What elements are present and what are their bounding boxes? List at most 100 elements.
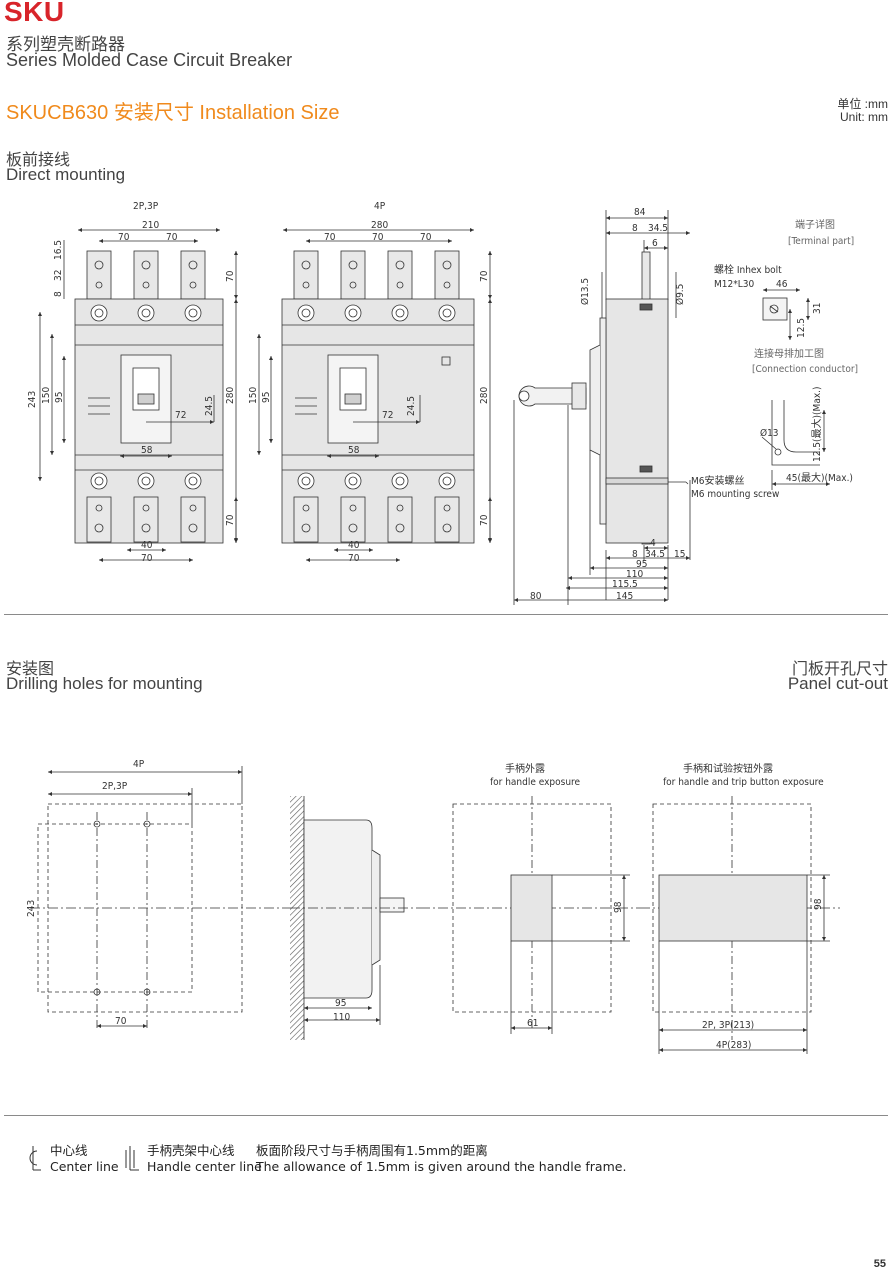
svg-text:70: 70 bbox=[115, 1016, 127, 1027]
svg-text:95: 95 bbox=[636, 559, 647, 570]
svg-text:70: 70 bbox=[225, 514, 236, 526]
svg-text:40: 40 bbox=[348, 540, 360, 551]
svg-text:8: 8 bbox=[632, 223, 638, 234]
section-title: SKUCB630 安装尺寸 Installation Size bbox=[6, 102, 340, 124]
svg-text:150: 150 bbox=[248, 387, 259, 404]
terminal-detail-labels: 端子详图 [Terminal part] 螺栓 Inhex bolt M12*L… bbox=[714, 218, 854, 338]
cutout-handle-drawing bbox=[420, 796, 640, 1034]
side-view-labels: 84 8 34.5 6 Ø13.5 Ø9.5 4 8 34.5 15 95 11… bbox=[530, 207, 779, 602]
side-mounting-labels: 95 110 bbox=[333, 998, 350, 1023]
drilling-title-en: Drilling holes for mounting bbox=[6, 674, 203, 693]
svg-text:70: 70 bbox=[166, 232, 178, 243]
svg-text:70: 70 bbox=[479, 270, 490, 282]
svg-text:243: 243 bbox=[26, 900, 37, 917]
svg-text:45(最大)(Max.): 45(最大)(Max.) bbox=[786, 471, 853, 484]
legend-handle-line-en: Handle center line bbox=[147, 1159, 262, 1174]
m6-screw-label-cn: M6安装螺丝 bbox=[691, 474, 745, 487]
front-view-3p: 2P,3P 210 70 70 bbox=[38, 201, 238, 562]
svg-text:Ø13.5: Ø13.5 bbox=[579, 278, 591, 305]
page-number: 55 bbox=[873, 1258, 886, 1270]
svg-text:手柄外露: 手柄外露 bbox=[505, 762, 545, 775]
svg-text:80: 80 bbox=[530, 591, 542, 602]
series-title-cn: 系列塑壳断路器 bbox=[6, 35, 125, 54]
svg-text:70: 70 bbox=[225, 270, 236, 282]
svg-text:98: 98 bbox=[813, 898, 824, 910]
svg-text:Ø13: Ø13 bbox=[760, 427, 779, 439]
front-4p-label: 4P bbox=[374, 201, 386, 212]
svg-text:32: 32 bbox=[53, 270, 64, 281]
connection-conductor bbox=[761, 400, 830, 490]
svg-text:70: 70 bbox=[324, 232, 336, 243]
panel-cutout-title-cn: 门板开孔尺寸 bbox=[791, 661, 888, 678]
svg-text:61: 61 bbox=[527, 1018, 538, 1029]
direct-mounting-title-en: Direct mounting bbox=[6, 165, 126, 184]
svg-text:螺栓 Inhex bolt: 螺栓 Inhex bolt bbox=[714, 263, 782, 276]
side-view bbox=[513, 210, 691, 605]
svg-text:4P: 4P bbox=[133, 759, 145, 770]
svg-text:34.5: 34.5 bbox=[648, 223, 668, 234]
legend-center-line-cn: 中心线 bbox=[50, 1143, 88, 1158]
svg-text:70: 70 bbox=[372, 232, 384, 243]
front-4p-dim-labels: 4P 280 70 70 70 150 95 70 280 70 72 24.5… bbox=[248, 201, 490, 564]
section-divider bbox=[4, 614, 888, 615]
legend-handle-line-cn: 手柄壳架中心线 bbox=[147, 1143, 235, 1158]
svg-text:31: 31 bbox=[812, 303, 823, 314]
direct-mounting-title-cn: 板前接线 bbox=[6, 152, 71, 169]
svg-text:12.5: 12.5 bbox=[796, 318, 807, 338]
connection-conductor-labels: 连接母排加工图 [Connection conductor] Ø13 12.5(… bbox=[752, 347, 858, 484]
svg-text:70: 70 bbox=[141, 553, 153, 564]
svg-text:24.5: 24.5 bbox=[204, 396, 215, 416]
svg-text:46: 46 bbox=[776, 279, 788, 290]
svg-text:2P, 3P(213): 2P, 3P(213) bbox=[702, 1020, 754, 1031]
svg-text:[Connection conductor]: [Connection conductor] bbox=[752, 364, 858, 375]
svg-text:145: 145 bbox=[616, 591, 633, 602]
cutout-trip-labels: 手柄和试验按钮外露 for handle and trip button exp… bbox=[663, 762, 824, 1051]
front-3p-dim-210: 210 bbox=[142, 220, 159, 231]
svg-text:4P(283): 4P(283) bbox=[716, 1040, 751, 1051]
svg-text:端子详图: 端子详图 bbox=[795, 218, 835, 231]
brand-logo: SKU bbox=[4, 0, 65, 27]
svg-text:连接母排加工图: 连接母排加工图 bbox=[754, 347, 824, 360]
cutout-trip-drawing bbox=[640, 796, 840, 1054]
svg-text:70: 70 bbox=[118, 232, 130, 243]
m6-screw-label-en: M6 mounting screw bbox=[691, 489, 779, 500]
svg-text:2P,3P: 2P,3P bbox=[102, 781, 128, 792]
svg-text:[Terminal part]: [Terminal part] bbox=[788, 236, 854, 247]
handle-center-line-icon bbox=[125, 1146, 139, 1171]
svg-text:M12*L30: M12*L30 bbox=[714, 279, 754, 290]
front-3p-dim-labels: 16.5 32 8 243 150 95 70 280 70 72 24.5 5… bbox=[27, 240, 236, 564]
svg-text:24.5: 24.5 bbox=[406, 396, 417, 416]
svg-text:243: 243 bbox=[27, 391, 38, 408]
svg-text:12.5(最大)(Max.): 12.5(最大)(Max.) bbox=[810, 386, 823, 462]
front-view-4p bbox=[257, 228, 492, 562]
svg-text:72: 72 bbox=[382, 410, 393, 421]
svg-text:280: 280 bbox=[371, 220, 388, 231]
cutout-handle-labels: 手柄外露 for handle exposure 98 61 bbox=[490, 762, 624, 1029]
svg-text:110: 110 bbox=[626, 569, 643, 580]
svg-text:Ø9.5: Ø9.5 bbox=[674, 284, 686, 305]
svg-text:280: 280 bbox=[479, 387, 490, 404]
panel-cutout-title-en: Panel cut-out bbox=[787, 674, 888, 693]
drilling-holes-drawing bbox=[30, 766, 290, 1030]
svg-text:150: 150 bbox=[41, 387, 52, 404]
svg-text:70: 70 bbox=[479, 514, 490, 526]
legend-allowance-en: The allowance of 1.5mm is given around t… bbox=[256, 1159, 627, 1174]
svg-text:34.5: 34.5 bbox=[645, 549, 665, 560]
unit-cn: 单位 :mm bbox=[837, 97, 888, 111]
svg-text:8: 8 bbox=[632, 549, 638, 560]
legend-divider bbox=[4, 1115, 888, 1116]
legend-center-line-en: Center line bbox=[50, 1159, 119, 1174]
svg-text:280: 280 bbox=[225, 387, 236, 404]
svg-text:110: 110 bbox=[333, 1012, 350, 1023]
svg-text:手柄和试验按钮外露: 手柄和试验按钮外露 bbox=[683, 762, 773, 775]
series-title-en: Series Molded Case Circuit Breaker bbox=[6, 50, 293, 70]
svg-text:for handle exposure: for handle exposure bbox=[490, 777, 581, 788]
svg-text:8: 8 bbox=[53, 291, 64, 297]
front-3p-label: 2P,3P bbox=[133, 201, 159, 212]
svg-text:70: 70 bbox=[348, 553, 360, 564]
svg-text:for handle and trip button exp: for handle and trip button exposure bbox=[663, 777, 824, 788]
terminal-detail bbox=[762, 288, 810, 340]
svg-text:95: 95 bbox=[261, 392, 272, 403]
svg-text:98: 98 bbox=[613, 901, 624, 913]
